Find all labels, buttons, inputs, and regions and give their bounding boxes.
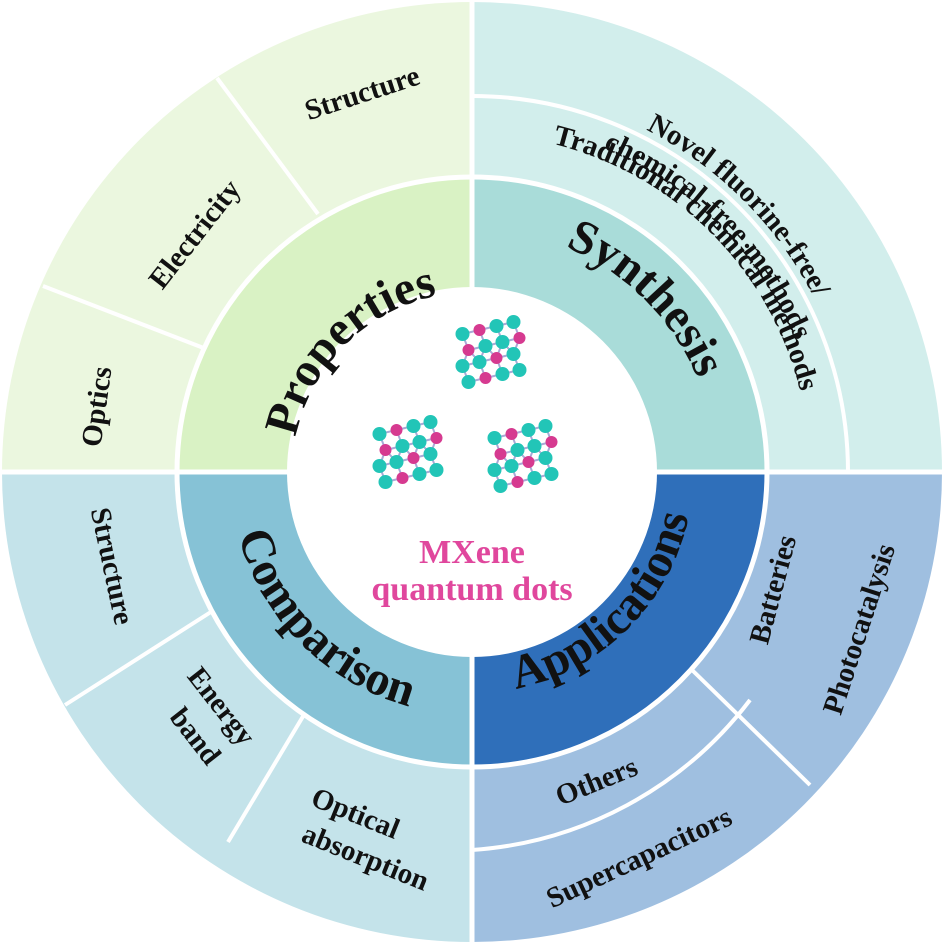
atom xyxy=(395,439,410,453)
divider-line xyxy=(215,76,320,216)
atom xyxy=(487,431,502,445)
center-disc xyxy=(287,287,657,657)
atom xyxy=(504,459,519,473)
atom xyxy=(406,419,421,433)
atom xyxy=(379,444,392,456)
atom xyxy=(538,419,553,433)
atom xyxy=(423,447,438,461)
atom xyxy=(372,427,387,441)
atom xyxy=(389,455,404,469)
center-title-line1: MXene xyxy=(419,534,525,571)
mxene-cluster-icon xyxy=(372,315,559,493)
atom xyxy=(510,443,525,457)
atom xyxy=(430,432,443,444)
atom xyxy=(412,467,427,481)
atom xyxy=(455,327,470,341)
divider-line xyxy=(226,706,310,844)
outer-dividers xyxy=(42,76,850,852)
atom xyxy=(545,436,558,448)
atom xyxy=(505,428,518,440)
atom xyxy=(455,359,470,373)
atom xyxy=(423,415,438,429)
atom xyxy=(390,424,403,436)
atom xyxy=(490,352,503,364)
divider-line xyxy=(42,284,215,354)
atom xyxy=(538,451,553,465)
divider-line xyxy=(63,608,216,707)
atom xyxy=(407,452,420,464)
atom xyxy=(527,439,542,453)
atom xyxy=(511,476,524,488)
molecule-cluster xyxy=(455,315,527,389)
divider-arc xyxy=(471,94,850,473)
atom xyxy=(493,479,508,493)
molecule-cluster xyxy=(487,419,559,493)
molecule-cluster xyxy=(372,415,444,489)
atom xyxy=(429,463,444,477)
atom xyxy=(489,319,504,333)
atom xyxy=(512,363,527,377)
center-title-line2: quantum dots xyxy=(371,571,572,608)
atom xyxy=(506,347,521,361)
atom xyxy=(473,324,486,336)
atom xyxy=(472,355,487,369)
atom xyxy=(461,375,476,389)
divider-line xyxy=(688,666,812,787)
divider-arc xyxy=(471,698,752,852)
atom xyxy=(513,332,526,344)
atom xyxy=(378,475,393,489)
atom xyxy=(396,472,409,484)
atom xyxy=(478,339,493,353)
atom xyxy=(412,435,427,449)
atom xyxy=(479,372,492,384)
atom xyxy=(521,423,536,437)
atom xyxy=(522,456,535,468)
atom xyxy=(494,448,507,460)
atom xyxy=(544,467,559,481)
atom xyxy=(495,335,510,349)
atom xyxy=(372,459,387,473)
atom xyxy=(506,315,521,329)
atom xyxy=(495,367,510,381)
atom xyxy=(487,463,502,477)
atom xyxy=(527,471,542,485)
atom xyxy=(462,344,475,356)
